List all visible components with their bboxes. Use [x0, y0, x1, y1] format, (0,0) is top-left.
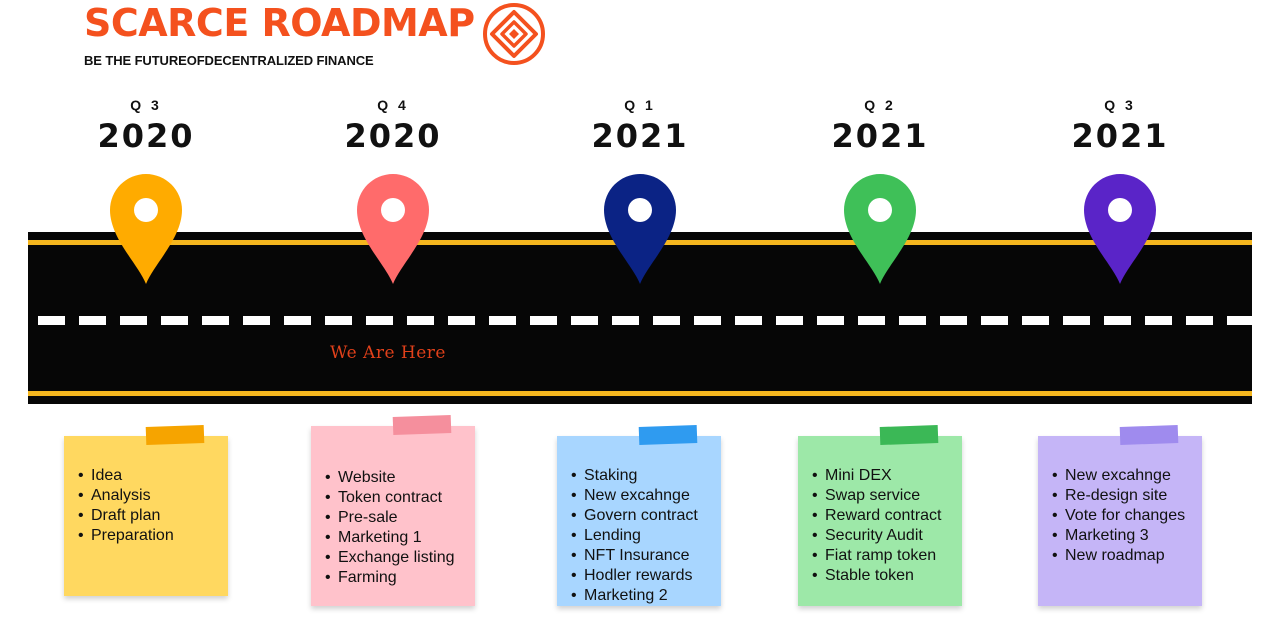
task-item: New roadmap	[1052, 546, 1185, 566]
task-item: Security Audit	[812, 526, 942, 546]
lane-dash	[899, 316, 926, 325]
task-item: Reward contract	[812, 506, 942, 526]
map-pin-icon	[357, 174, 429, 284]
milestone-period: Q 3 2020	[66, 96, 226, 158]
map-pin-icon	[1084, 174, 1156, 284]
year-label: 2021	[1071, 117, 1169, 155]
task-item: Marketing 3	[1052, 526, 1185, 546]
tagline: BE THE FUTUREOFDECENTRALIZED FINANCE	[84, 53, 374, 68]
lane-dash	[79, 316, 106, 325]
task-item: Stable token	[812, 566, 942, 586]
task-item: New excahnge	[571, 486, 698, 506]
lane-dash	[776, 316, 803, 325]
lane-dash	[38, 316, 65, 325]
lane-dash	[489, 316, 516, 325]
milestone-task-list: New excahngeRe-design siteVote for chang…	[1052, 466, 1185, 566]
task-item: Preparation	[78, 526, 174, 546]
task-item: Farming	[325, 568, 455, 588]
milestone-period: Q 2 2021	[800, 96, 960, 158]
tape-strip	[1119, 424, 1179, 446]
tape-strip	[879, 424, 939, 446]
lane-dash	[694, 316, 721, 325]
task-item: Marketing 2	[571, 586, 698, 606]
lane-dash	[284, 316, 311, 325]
task-item: Draft plan	[78, 506, 174, 526]
task-item: Idea	[78, 466, 174, 486]
quarter-label: Q 3	[130, 97, 162, 113]
task-item: Vote for changes	[1052, 506, 1185, 526]
quarter-label: Q 2	[864, 97, 896, 113]
task-item: Analysis	[78, 486, 174, 506]
task-item: Fiat ramp token	[812, 546, 942, 566]
milestone-task-list: StakingNew excahngeGovern contractLendin…	[571, 466, 698, 606]
quarter-label: Q 4	[377, 97, 409, 113]
lane-dash	[243, 316, 270, 325]
tape-strip	[145, 424, 205, 446]
map-pin-icon	[110, 174, 182, 284]
lane-dash	[858, 316, 885, 325]
roadmap-title: SCARCE ROADMAP	[84, 1, 475, 45]
milestone-task-list: IdeaAnalysisDraft planPreparation	[78, 466, 174, 546]
sticky-note: StakingNew excahngeGovern contractLendin…	[557, 424, 721, 606]
milestone-period: Q 4 2020	[313, 96, 473, 158]
year-label: 2020	[97, 117, 195, 155]
map-pin-icon	[844, 174, 916, 284]
task-item: Mini DEX	[812, 466, 942, 486]
task-item: Token contract	[325, 488, 455, 508]
current-position-label: We Are Here	[330, 343, 446, 363]
lane-dash	[1063, 316, 1090, 325]
milestone-task-list: WebsiteToken contractPre-saleMarketing 1…	[325, 468, 455, 588]
lane-dash	[1227, 316, 1254, 325]
lane-dash	[612, 316, 639, 325]
task-item: Website	[325, 468, 455, 488]
milestone-period: Q 1 2021	[560, 96, 720, 158]
lane-dash	[1145, 316, 1172, 325]
task-item: NFT Insurance	[571, 546, 698, 566]
task-item: Marketing 1	[325, 528, 455, 548]
lane-dash	[817, 316, 844, 325]
lane-dash	[366, 316, 393, 325]
milestone-period: Q 3 2021	[1040, 96, 1200, 158]
road-edge-bottom	[28, 391, 1252, 396]
task-item: New excahnge	[1052, 466, 1185, 486]
task-item: Staking	[571, 466, 698, 486]
task-item: Re-design site	[1052, 486, 1185, 506]
quarter-label: Q 3	[1104, 97, 1136, 113]
lane-dash	[407, 316, 434, 325]
tape-strip	[638, 424, 698, 446]
map-pin-icon	[604, 174, 676, 284]
lane-dash	[120, 316, 147, 325]
lane-dash	[653, 316, 680, 325]
milestone-task-list: Mini DEXSwap serviceReward contractSecur…	[812, 466, 942, 586]
lane-dash	[448, 316, 475, 325]
diamond-target-logo-icon	[483, 3, 545, 65]
task-item: Pre-sale	[325, 508, 455, 528]
task-item: Govern contract	[571, 506, 698, 526]
lane-dashes	[38, 316, 1254, 325]
lane-dash	[981, 316, 1008, 325]
lane-dash	[161, 316, 188, 325]
sticky-note: Mini DEXSwap serviceReward contractSecur…	[798, 424, 962, 606]
task-item: Hodler rewards	[571, 566, 698, 586]
lane-dash	[202, 316, 229, 325]
lane-dash	[1022, 316, 1049, 325]
sticky-note: WebsiteToken contractPre-saleMarketing 1…	[311, 414, 475, 606]
task-item: Swap service	[812, 486, 942, 506]
quarter-label: Q 1	[624, 97, 656, 113]
lane-dash	[1104, 316, 1131, 325]
sticky-note: IdeaAnalysisDraft planPreparation	[64, 424, 228, 596]
sticky-note: New excahngeRe-design siteVote for chang…	[1038, 424, 1202, 606]
lane-dash	[571, 316, 598, 325]
lane-dash	[940, 316, 967, 325]
task-item: Lending	[571, 526, 698, 546]
lane-dash	[530, 316, 557, 325]
year-label: 2021	[591, 117, 689, 155]
year-label: 2020	[344, 117, 442, 155]
tape-strip	[392, 414, 452, 436]
lane-dash	[325, 316, 352, 325]
lane-dash	[1186, 316, 1213, 325]
lane-dash	[735, 316, 762, 325]
task-item: Exchange listing	[325, 548, 455, 568]
year-label: 2021	[831, 117, 929, 155]
